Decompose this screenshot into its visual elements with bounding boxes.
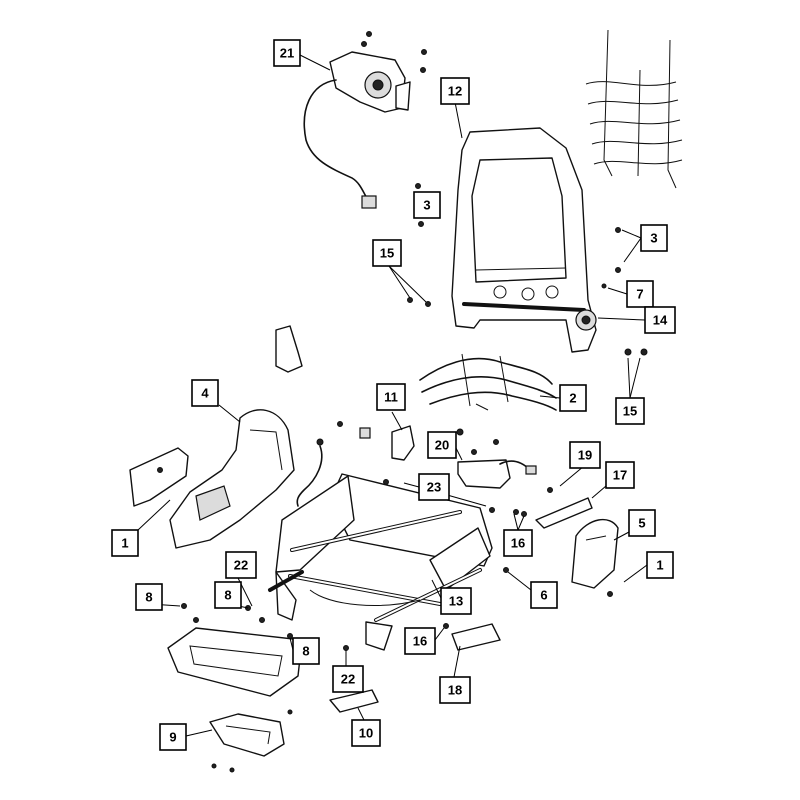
callout-17: 17 (605, 461, 635, 489)
svg-text:23: 23 (427, 480, 441, 495)
svg-text:22: 22 (234, 558, 248, 573)
callout-6: 6 (530, 581, 558, 609)
callout-23: 23 (418, 473, 450, 501)
svg-text:1: 1 (121, 536, 128, 551)
svg-text:16: 16 (413, 634, 427, 649)
svg-text:20: 20 (435, 438, 449, 453)
callout-15-lower: 15 (615, 397, 645, 425)
svg-text:13: 13 (449, 594, 463, 609)
shield-bracket (275, 325, 303, 373)
bracket-right (535, 497, 593, 529)
callout-19: 19 (569, 441, 601, 469)
lower-rear-cover (209, 709, 293, 773)
seat-back-suspension-mat (585, 29, 683, 189)
svg-text:9: 9 (169, 730, 176, 745)
callout-3-upper: 3 (413, 191, 441, 219)
svg-text:10: 10 (359, 726, 373, 741)
svg-text:6: 6 (540, 588, 547, 603)
callout-1-right: 1 (646, 551, 674, 579)
trim-panel-left (129, 447, 189, 507)
callout-3-right: 3 (640, 224, 668, 252)
callout-1-left: 1 (111, 529, 139, 557)
svg-text:1: 1 (656, 558, 663, 573)
callout-22-lower: 22 (332, 665, 364, 693)
callout-14: 14 (644, 306, 676, 334)
inboard-shield (571, 518, 619, 597)
svg-text:21: 21 (280, 46, 294, 61)
callout-8-right: 8 (292, 637, 320, 665)
callout-16-upper: 16 (503, 529, 533, 557)
callout-9: 9 (159, 723, 187, 751)
svg-text:8: 8 (224, 588, 231, 603)
svg-text:3: 3 (423, 198, 430, 213)
svg-text:15: 15 (380, 246, 394, 261)
svg-text:7: 7 (636, 287, 643, 302)
callout-15-upper: 15 (372, 239, 402, 267)
svg-text:17: 17 (613, 468, 627, 483)
seat-base-tray (167, 603, 349, 697)
callout-8-left: 8 (135, 583, 163, 611)
callout-20: 20 (427, 431, 457, 459)
small-cover (329, 689, 379, 713)
wire-harness-lower (296, 421, 389, 507)
callout-21: 21 (273, 39, 301, 67)
bracket-lower (443, 623, 501, 651)
svg-text:14: 14 (653, 313, 668, 328)
svg-text:16: 16 (511, 536, 525, 551)
cushion-suspension-wires (419, 353, 557, 411)
callout-8-middle: 8 (214, 581, 242, 609)
seat-back-frame (407, 127, 648, 356)
svg-text:22: 22 (341, 672, 355, 687)
callout-12: 12 (440, 77, 470, 105)
callout-22-upper: 22 (225, 551, 257, 579)
svg-text:8: 8 (302, 644, 309, 659)
svg-text:15: 15 (623, 404, 637, 419)
svg-text:8: 8 (145, 590, 152, 605)
svg-text:11: 11 (384, 390, 398, 405)
switch-bracket (391, 425, 415, 461)
svg-text:12: 12 (448, 84, 462, 99)
callout-13: 13 (440, 587, 472, 615)
callout-4: 4 (191, 379, 219, 407)
svg-text:19: 19 (578, 448, 592, 463)
callout-16-lower: 16 (404, 627, 436, 655)
svg-text:4: 4 (201, 386, 209, 401)
svg-text:5: 5 (638, 516, 645, 531)
callout-11: 11 (376, 383, 406, 411)
seat-motor (456, 428, 537, 489)
callout-18: 18 (439, 676, 471, 704)
svg-text:2: 2 (569, 391, 576, 406)
svg-text:3: 3 (650, 231, 657, 246)
svg-text:18: 18 (448, 683, 462, 698)
callout-10: 10 (351, 719, 381, 747)
callout-2: 2 (559, 384, 587, 412)
seat-adjuster-track (268, 473, 553, 651)
outboard-shield (169, 409, 295, 549)
callout-5: 5 (628, 509, 656, 537)
side-airbag-module (303, 31, 427, 209)
callout-7: 7 (626, 280, 654, 308)
